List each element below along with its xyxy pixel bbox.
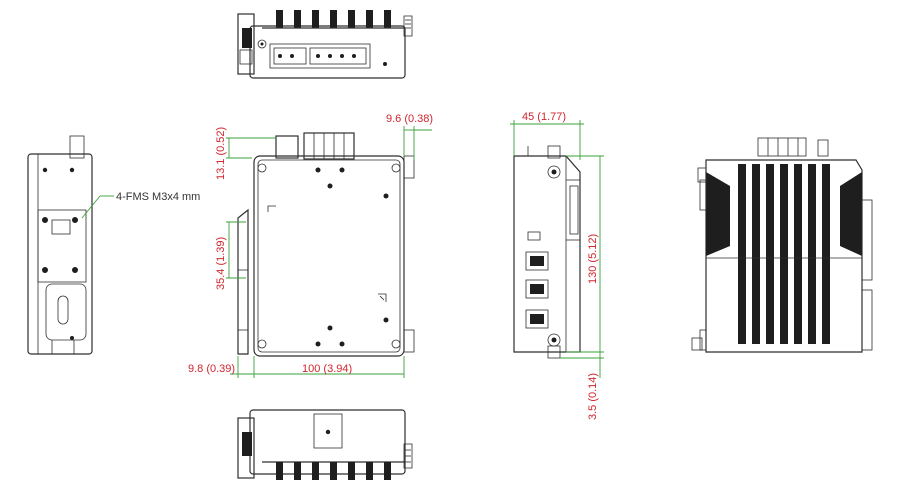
dim-body-width: 100 (3.94) [302, 363, 352, 375]
front-view: 13.1 (0.52) 35.4 (1.39) 9.6 (0.38) 9.8 (… [188, 113, 433, 378]
port-side-view: 45 (1.77) 130 (5.12) 3.5 (0.14) [510, 111, 604, 420]
rear-view [691, 137, 873, 353]
left-side-view: 4-FMS M3x4 mm [27, 135, 200, 355]
bottom-view [237, 409, 413, 480]
top-view [237, 10, 413, 79]
screw-label: 4-FMS M3x4 mm [116, 191, 200, 203]
dim-antenna-offset: 9.6 (0.38) [386, 113, 433, 125]
dim-bottom-offset: 3.5 (0.14) [587, 373, 599, 420]
dim-height: 130 (5.12) [587, 234, 599, 284]
dim-top-offset: 13.1 (0.52) [215, 127, 227, 180]
dim-din-offset: 9.8 (0.39) [188, 363, 235, 375]
dim-slot-height: 35.4 (1.39) [215, 237, 227, 290]
dim-depth: 45 (1.77) [522, 111, 566, 123]
